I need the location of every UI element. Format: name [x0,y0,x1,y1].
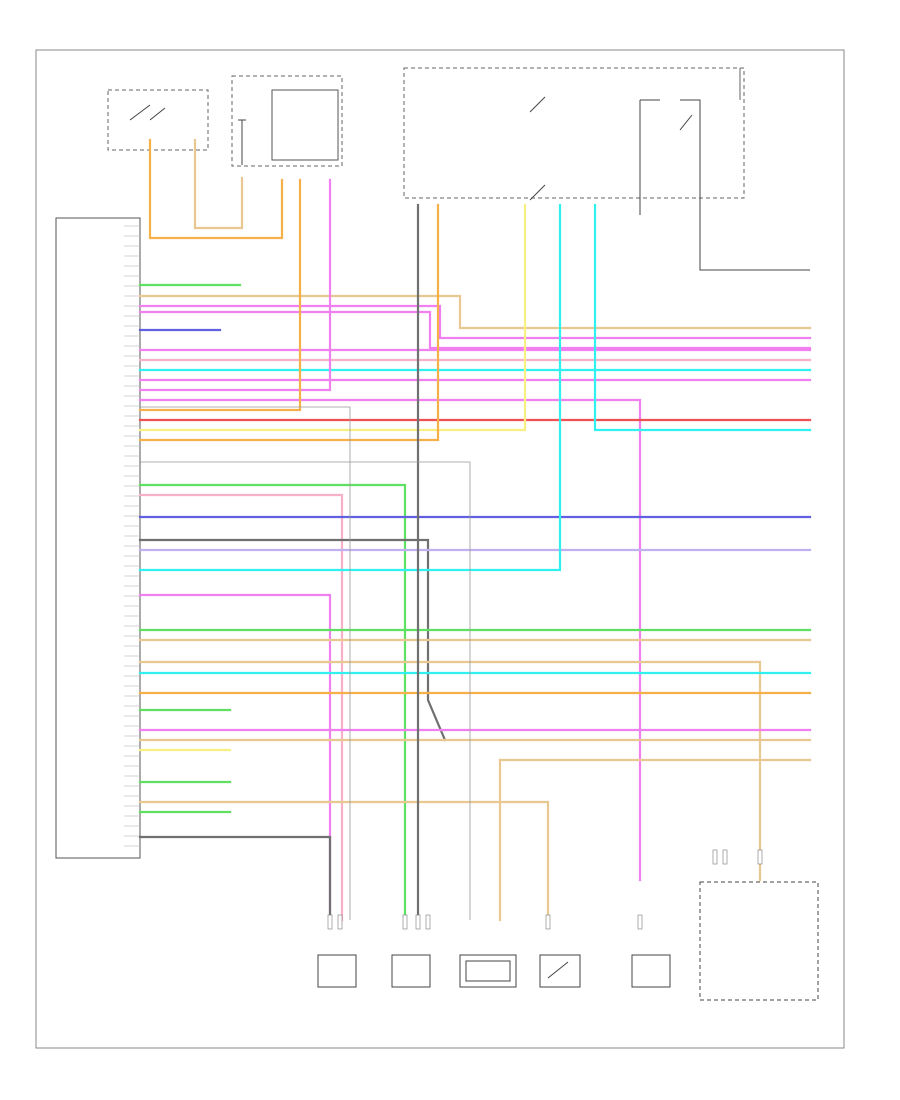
wire-harness [138,138,812,930]
sensor-3-inner [465,960,511,982]
ecm-connector-box [55,217,141,859]
top-switch-symbols [129,96,810,271]
connector-terminal-6 [637,914,643,930]
wire-orange-ign-loop [148,138,284,240]
connector-terminal-9 [757,849,763,865]
relay-center-dashed-box [403,67,745,199]
relay-box [271,89,339,161]
ecm-pin-ticks [124,225,140,847]
wire-pink-ecm-306 [138,304,812,340]
connector-terminal-1 [337,914,343,930]
connector-terminal-2 [402,914,408,930]
connector-terminal-7 [712,849,718,865]
wire-lightpink-ecm-495 [138,493,344,922]
thin-guide-wire-1 [140,406,351,920]
wire-gray-ecm-540 [138,538,447,742]
fuse-block-dashed-box [231,75,343,167]
wire-orange-ecm-410 [138,178,302,412]
bottom-switch-symbol [547,961,569,979]
wire-pink-ecm-595 [138,593,332,922]
brake-switch-box [631,954,671,988]
wire-cyan-595-430 [593,203,812,432]
wire-pink-ecm-390 [138,178,332,392]
wire-tan-ecm-802 [138,800,550,922]
diagram-frame [35,49,845,1049]
wire-green-ecm-485 [138,483,407,922]
connector-terminal-5 [545,914,551,930]
connector-terminal-8 [722,849,728,865]
wire-orange-ecm-440 [138,203,440,442]
clutch-switch-box [539,954,581,988]
thin-guide-wire-0 [140,461,471,920]
ignition-switch-dashed-box [107,89,209,151]
wire-pink-ecm-312 [138,310,812,350]
connector-terminal-3 [415,914,421,930]
fuel-tank-sensor-box [391,954,431,988]
wire-yellow-ecm-430 [138,203,527,432]
connector-terminal-0 [327,914,333,930]
connector-terminal-4 [425,914,431,930]
wire-cyan-ecm-570 [138,203,562,572]
wire-tan-ecm-662 [138,660,762,882]
iat-sensor-box [317,954,357,988]
instrument-panel-box [699,881,819,1001]
wire-gray-ecm-837 [138,835,332,922]
wire-pink-ecm-400 [138,398,642,882]
wire-tan-ign-loop [193,138,244,230]
bottom-component-boxes [317,881,819,1001]
